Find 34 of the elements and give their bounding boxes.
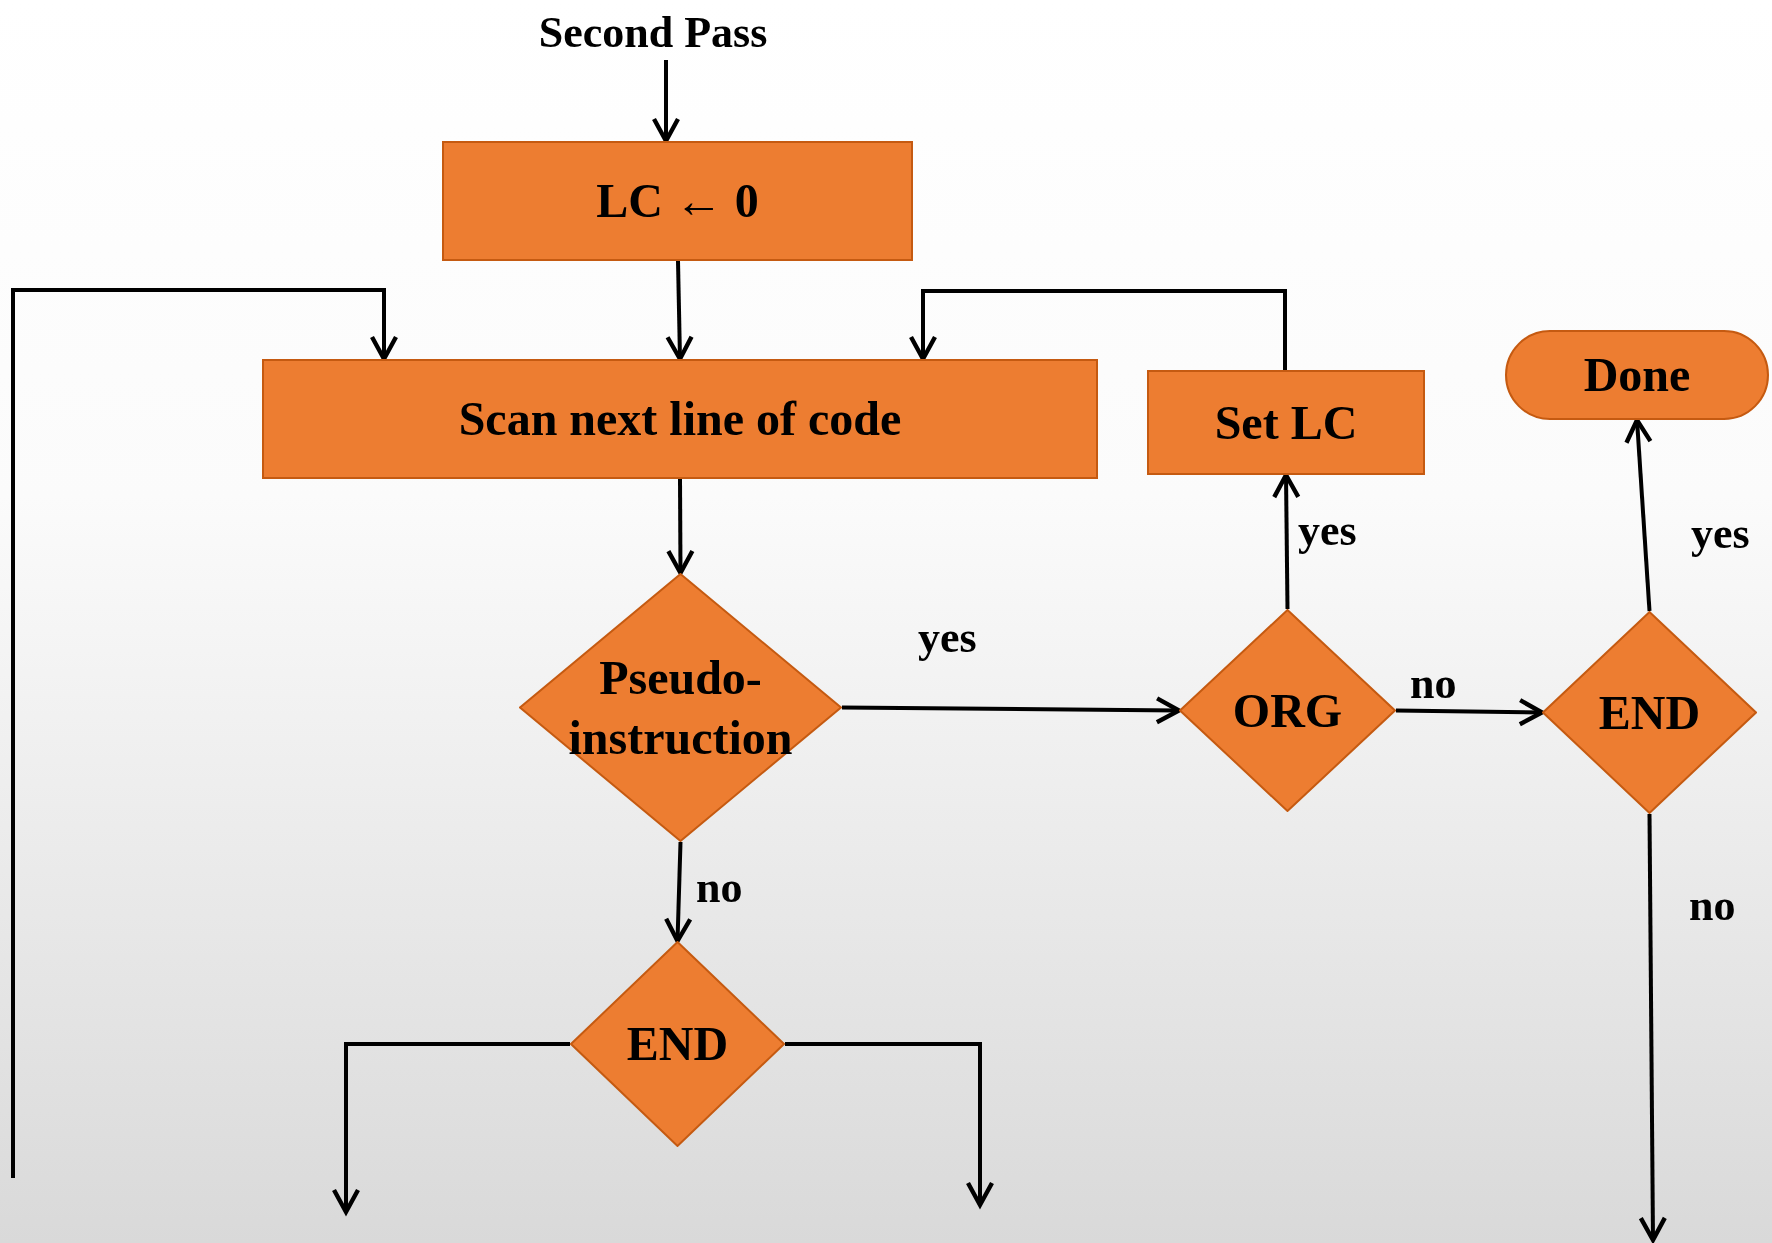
edge-label: no (1410, 658, 1457, 709)
arrow (665, 260, 694, 362)
decision-diamond (519, 573, 842, 842)
node-label: END (626, 1016, 729, 1072)
node-label: Done (1583, 347, 1691, 403)
process-box (442, 141, 913, 261)
process-box (1147, 370, 1425, 475)
arrow (908, 289, 1287, 370)
edge-label: yes (1298, 505, 1357, 556)
node-label: Scan next line of code (458, 391, 902, 447)
node-label: LC ← 0 (596, 173, 759, 229)
edge-label: yes (918, 612, 977, 663)
node-label: Pseudo-instruction (567, 649, 794, 766)
arrow (663, 841, 693, 944)
arrow (666, 479, 695, 576)
arrow (331, 1042, 570, 1215)
decision-diamond (1542, 611, 1757, 814)
decision-diamond (570, 941, 785, 1147)
heading-text: Second Pass (500, 4, 806, 60)
decision-diamond (1179, 609, 1396, 812)
edge-label: no (696, 862, 743, 913)
arrow (1624, 417, 1653, 612)
edge-label: no (1689, 880, 1736, 931)
arrow (1395, 698, 1545, 727)
edge-label: yes (1691, 508, 1750, 559)
arrow (11, 288, 399, 1178)
arrow (785, 1042, 995, 1208)
node-label: END (1598, 684, 1701, 741)
arrow (651, 60, 681, 144)
arrow (1638, 814, 1667, 1243)
process-box (262, 359, 1098, 479)
node-label: Set LC (1214, 394, 1358, 451)
node-label: ORG (1232, 682, 1343, 739)
arrow (842, 696, 1182, 725)
